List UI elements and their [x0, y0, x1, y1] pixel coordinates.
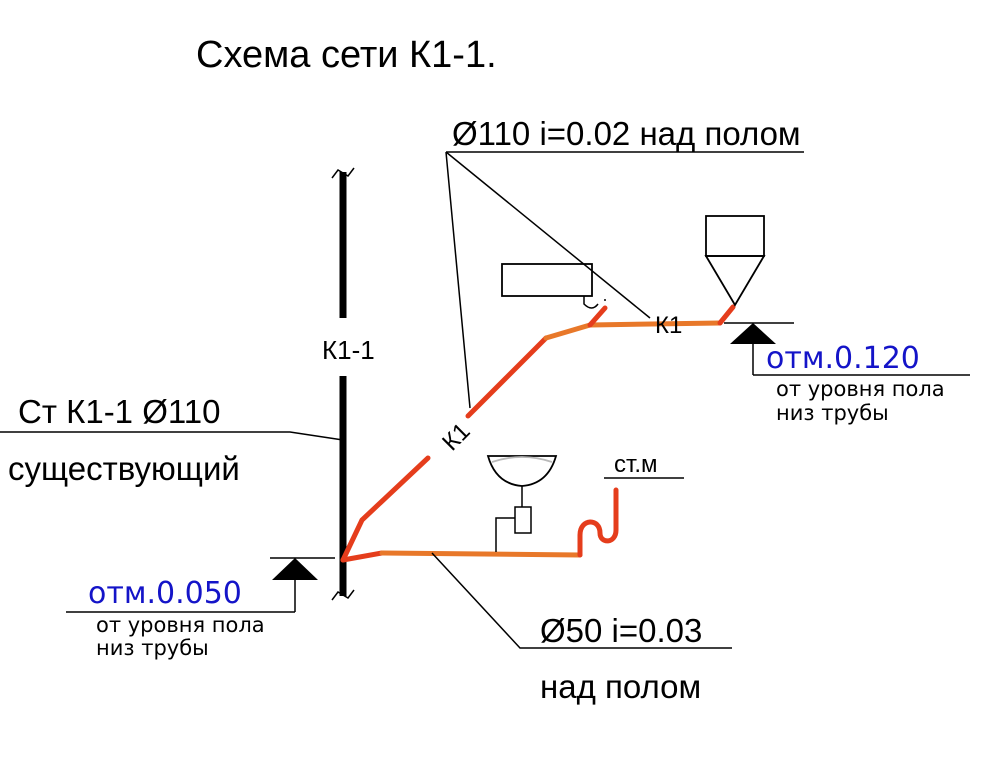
- pipe-red-diagonal-upper: [465, 335, 549, 419]
- elevation-triangle-left-icon: [272, 558, 318, 580]
- wall-mark-text: ст.м: [614, 451, 658, 478]
- riser-leader-line: [0, 431, 344, 441]
- pipe-red-branch-basin: [587, 305, 608, 328]
- floor-funnel-icon: [704, 215, 766, 307]
- pipe-network: [340, 304, 736, 563]
- lower-pipe-leader: [431, 552, 732, 649]
- pipe-red-siphon: [577, 487, 619, 558]
- upper-pipe-leader: [445, 151, 804, 409]
- pipe-orange-horizontal-lower: [379, 550, 583, 558]
- pipe-orange-horizontal-upper: [587, 320, 723, 328]
- elevation-left-note-2: низ трубы: [96, 636, 209, 660]
- riser-break-top-icon: [331, 167, 355, 179]
- riser-leader-text-2: существующий: [8, 450, 240, 487]
- elevation-triangle-right-icon: [730, 323, 776, 344]
- elevation-marker-right: [724, 322, 970, 376]
- sink-icon: [486, 455, 558, 552]
- diagram-title: Схема сети К1-1.: [196, 34, 497, 76]
- pipe-mark-k1-upper: К1: [655, 312, 682, 339]
- elevation-right-note-2: низ трубы: [776, 401, 889, 425]
- pipe-red-lower-start: [340, 550, 385, 563]
- pipe-mark-k1-diagonal: К1: [437, 418, 475, 456]
- upper-pipe-spec: Ø110 i=0.02 над полом: [452, 115, 801, 152]
- riser-break-bottom-icon: [331, 589, 355, 601]
- riser-k1-1: [331, 167, 355, 601]
- pipe-red-riser-connection: [340, 455, 431, 563]
- elevation-right-value: отм.0.120: [766, 341, 920, 376]
- elevation-left-value: отм.0.050: [88, 576, 242, 611]
- elevation-right-note-1: от уровня пола: [776, 377, 945, 401]
- pipe-orange-bend: [543, 322, 593, 341]
- elevation-left-note-1: от уровня пола: [96, 613, 265, 637]
- elevation-marker-left: [66, 557, 335, 613]
- washbasin-icon: [501, 263, 606, 309]
- lower-pipe-spec-1: Ø50 i=0.03: [540, 612, 702, 649]
- riser-leader-text-1: Ст К1-1 Ø110: [18, 393, 220, 430]
- lower-pipe-spec-2: над полом: [540, 668, 701, 705]
- pipe-red-branch-funnel: [717, 304, 736, 326]
- riser-label: К1-1: [322, 335, 375, 365]
